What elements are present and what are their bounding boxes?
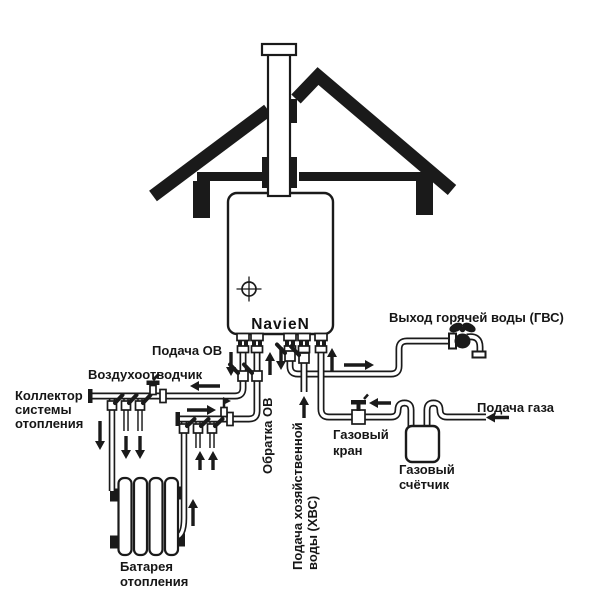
chimney-cap xyxy=(260,42,298,57)
pipe-hot-water xyxy=(286,337,450,378)
label-cold-water-line1: Подача хозяйственной xyxy=(290,422,305,570)
label-collector-line3: отопления xyxy=(15,416,84,431)
label-gas-supply: Подача газа xyxy=(477,400,554,415)
radiator-sections xyxy=(117,476,180,557)
label-collector-line2: системы xyxy=(15,402,72,417)
port-cold-water xyxy=(297,332,311,354)
flow-arrows xyxy=(95,347,509,526)
arrow-down-hot-water xyxy=(276,347,286,370)
arrow-up-stub2 xyxy=(208,451,218,470)
chimney-collar-right xyxy=(291,157,297,188)
arrow-up-stub1 xyxy=(195,451,205,470)
label-collector-line1: Коллектор xyxy=(15,388,83,403)
gas-meter xyxy=(404,424,441,464)
gas-valve xyxy=(351,393,369,425)
port-gas xyxy=(314,332,328,354)
label-air-vent: Воздухоотводчик xyxy=(88,367,203,382)
crosshair-icon xyxy=(236,276,262,302)
arrow-down-supply xyxy=(226,352,236,376)
coupling-collector-return xyxy=(226,411,234,427)
pipe-heating-return xyxy=(175,346,261,426)
arrow-up-return xyxy=(265,352,275,375)
label-radiator-line2: отопления xyxy=(120,574,189,589)
radiator xyxy=(110,486,185,549)
arrow-left-gas-to-boiler xyxy=(369,398,391,408)
arrow-down-drop1 xyxy=(95,421,105,450)
ceiling-beam-right xyxy=(299,172,433,181)
label-gas-valve-line1: Газовый xyxy=(333,427,389,442)
boiler xyxy=(226,191,335,336)
label-gas-valve-line2: кран xyxy=(333,443,363,458)
arrow-down-drop3 xyxy=(135,436,145,459)
arrow-left-gas-supply xyxy=(486,412,509,423)
pipe-gas xyxy=(317,346,486,427)
arrow-up-cold-water xyxy=(299,396,309,418)
pipe-heating-supply xyxy=(88,346,247,403)
arrow-up-gas xyxy=(327,348,337,371)
label-cold-water-line2: воды (ХВС) xyxy=(305,495,320,570)
label-gas-meter-line2: счётчик xyxy=(399,477,450,492)
label-hot-water-output: Выход горячей воды (ГВС) xyxy=(389,310,564,325)
wall-left xyxy=(193,181,210,218)
collector-stub-valves xyxy=(106,393,225,434)
label-heating-supply: Подача ОВ xyxy=(152,343,223,358)
chimney-collar-left xyxy=(262,157,267,188)
ceiling-beam-left xyxy=(197,172,263,181)
port-heating-supply xyxy=(236,332,250,354)
label-radiator-line1: Батарея xyxy=(120,559,173,574)
arrow-up-radiator-return xyxy=(188,499,198,526)
roof xyxy=(149,67,457,218)
arrow-right-collector-return xyxy=(187,405,216,415)
arrow-down-drop2 xyxy=(121,436,131,459)
chimney xyxy=(260,42,298,198)
air-vent-icon xyxy=(146,372,161,396)
boiler-logo: NavieN xyxy=(251,316,310,333)
wall-right xyxy=(416,177,433,215)
arrow-right-hot-water xyxy=(344,360,374,370)
label-heating-return: Обратка ОВ xyxy=(260,397,275,474)
label-gas-meter-line1: Газовый xyxy=(399,462,455,477)
port-heating-return xyxy=(250,332,264,354)
arrow-left-collector-supply xyxy=(190,381,220,391)
coupling-collector-supply xyxy=(159,388,167,404)
return-collector-vent-icon xyxy=(220,397,231,418)
faucet-icon xyxy=(448,322,487,359)
